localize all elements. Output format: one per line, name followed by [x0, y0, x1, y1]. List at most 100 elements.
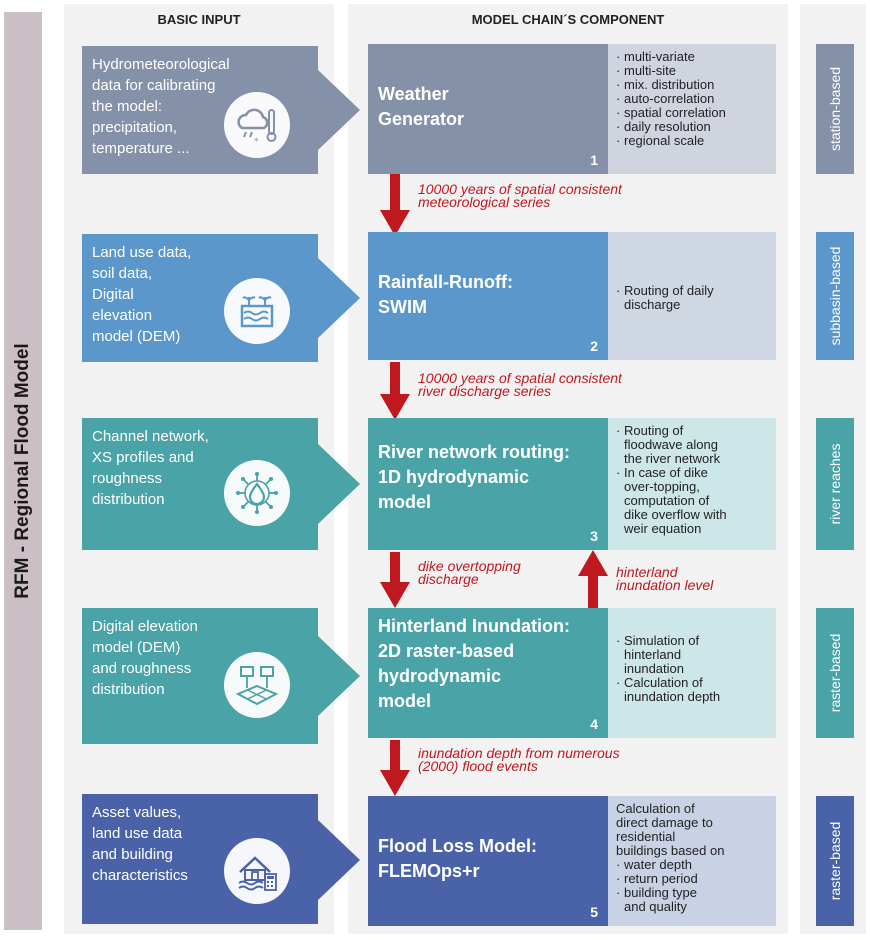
model-desc-hinterland-inundation: Simulation of hinterland inundation Calc… [608, 608, 776, 738]
desc-item: over-topping, [624, 479, 700, 494]
scale-tag: station-based [816, 44, 854, 174]
flow-line: discharge [418, 571, 479, 587]
input-box-dem-roughness: Digital elevation model (DEM) and roughn… [82, 608, 318, 744]
side-title-bar: RFM - Regional Flood Model [4, 12, 42, 930]
water-drop-network-icon [224, 460, 290, 526]
input-line: roughness [92, 470, 163, 487]
input-line: precipitation, [92, 119, 178, 136]
input-box-asset-values: Asset values, land use data and building… [82, 794, 318, 924]
model-title-line: Flood Loss Model: [378, 836, 537, 856]
input-line: data for calibrating [92, 77, 216, 94]
scale-tag-label: raster-based [827, 821, 843, 901]
desc-item: In case of dike [616, 466, 768, 481]
model-desc-weather-generator: multi-variate multi-site mix. distributi… [608, 44, 776, 174]
down-arrow-2 [380, 362, 410, 420]
model-number: 4 [590, 716, 598, 732]
model-number: 5 [590, 904, 598, 920]
input-line: distribution [92, 681, 165, 698]
desc-item: buildings based on [616, 843, 725, 858]
input-box-hydromet: Hydrometeorological data for calibrating… [82, 46, 318, 174]
desc-item: weir equation [624, 521, 702, 536]
flow-line: dike overtopping [418, 558, 521, 574]
input-arrow-tip [318, 70, 360, 150]
desc-item: Calculation of [616, 801, 695, 816]
model-number: 3 [590, 528, 598, 544]
desc-item: inundation [624, 661, 684, 676]
input-arrow-tip [318, 820, 360, 900]
soil-plants-icon [224, 278, 290, 344]
down-arrow-1 [380, 174, 410, 236]
desc-item: discharge [624, 297, 681, 312]
input-line: Hydrometeorological [92, 56, 230, 73]
input-line: characteristics [92, 867, 188, 884]
scale-tag-label: raster-based [827, 633, 843, 713]
input-line: and roughness [92, 660, 192, 677]
scale-tag: river reaches [816, 418, 854, 550]
model-title-line: 1D hydrodynamic [378, 467, 530, 487]
desc-item: regional scale [616, 134, 768, 149]
desc-item: daily resolution [616, 120, 768, 135]
scale-tag-label: station-based [827, 66, 843, 152]
desc-item: hinterland [624, 647, 682, 662]
flow-line: river discharge series [418, 383, 552, 399]
scale-tag: raster-based [816, 796, 854, 926]
input-line: model (DEM) [92, 639, 181, 656]
desc-item: floodwave along [624, 437, 718, 452]
input-line: model (DEM) [92, 328, 181, 345]
flow-line: hinterland [616, 564, 678, 580]
input-line: Digital [92, 286, 134, 303]
input-line: Digital elevation [92, 618, 198, 635]
model-title-line: Rainfall-Runoff: [378, 272, 513, 292]
model-title-line: Hinterland Inundation: [378, 616, 570, 636]
desc-item: multi-variate [616, 50, 768, 65]
flow-line: meteorological series [418, 194, 551, 210]
model-title-line: Weather [378, 84, 449, 104]
model-box-river-routing: River network routing: 1D hydrodynamic m… [368, 418, 608, 550]
model-title-line: model [378, 492, 432, 512]
model-title-line: Generator [378, 109, 465, 129]
down-arrow-5 [380, 740, 410, 796]
model-box-rainfall-runoff: Rainfall-Runoff: SWIM 2 [368, 232, 608, 360]
desc-item: Simulation of [616, 634, 768, 649]
desc-item: Calculation of [616, 676, 768, 691]
input-line: Land use data, [92, 244, 192, 261]
flow-label-4: hinterland inundation level [616, 564, 713, 592]
input-box-channel-network: Channel network, XS profiles and roughne… [82, 418, 318, 550]
model-number: 1 [590, 152, 598, 168]
model-title-line: FLEMOps+r [378, 861, 480, 881]
cloud-rain-thermometer-icon: * [224, 92, 290, 158]
flow-label-5: inundation depth from numerous (2000) fl… [418, 746, 620, 773]
desc-item: computation of [624, 493, 710, 508]
desc-item: residential [616, 829, 676, 844]
input-line: distribution [92, 491, 165, 508]
model-title-line: hydrodynamic [378, 666, 502, 686]
house-flood-calculator-icon [224, 838, 290, 904]
model-box-hinterland-inundation: Hinterland Inundation: 2D raster-based h… [368, 608, 608, 738]
flow-label-2: 10000 years of spatial consistent river … [418, 371, 622, 399]
model-title-line: SWIM [378, 297, 427, 317]
desc-item: return period [616, 872, 768, 887]
desc-item: multi-site [616, 64, 768, 79]
input-line: temperature ... [92, 140, 190, 157]
model-box-flood-loss: Flood Loss Model: FLEMOps+r 5 [368, 796, 608, 926]
input-arrow-tip [318, 258, 360, 338]
model-desc-flood-loss: Calculation of direct damage to resident… [608, 796, 776, 926]
input-line: soil data, [92, 265, 153, 282]
flow-label-1: 10000 years of spatial consistent meteor… [418, 182, 622, 210]
input-line: the model: [92, 98, 163, 115]
input-box-landuse: Land use data, soil data, Digital elevat… [82, 234, 318, 362]
flow-label-3: dike overtopping discharge [418, 558, 521, 587]
input-column-header: BASIC INPUT [157, 12, 241, 27]
input-line: Channel network, [92, 428, 209, 445]
desc-item: the river network [624, 451, 721, 466]
desc-item: auto-correlation [616, 92, 768, 107]
input-line: XS profiles and [92, 449, 194, 466]
desc-item: water depth [616, 858, 768, 873]
scale-tag-label: subbasin-based [827, 246, 843, 346]
desc-item: direct damage to [616, 815, 713, 830]
desc-item: inundation depth [624, 689, 721, 704]
svg-text:*: * [254, 137, 259, 147]
up-arrow-4 [578, 550, 608, 608]
desc-item: dike overflow with [624, 507, 727, 522]
model-title-line: 2D raster-based [378, 641, 515, 661]
